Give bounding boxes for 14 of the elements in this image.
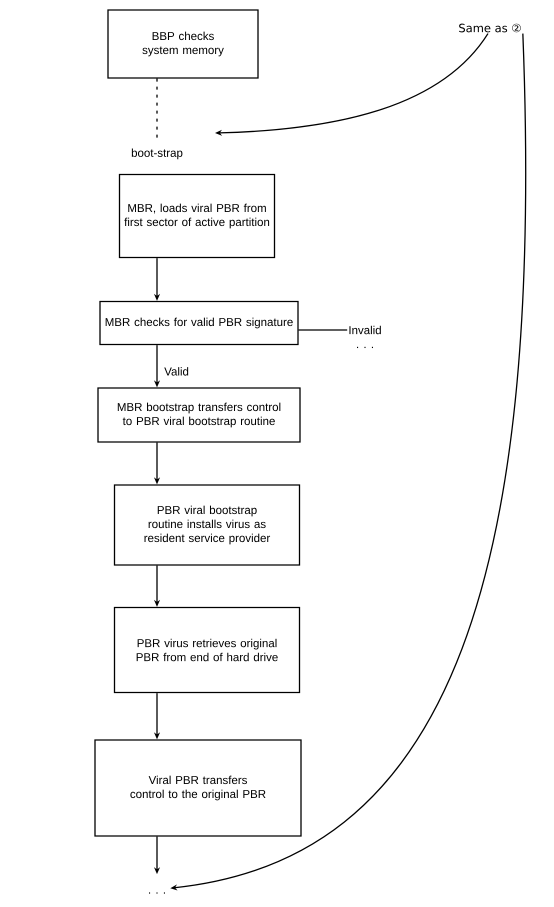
process-box: MBR checks for valid PBR signature: [99, 300, 299, 346]
edge-label: boot-strap: [130, 148, 184, 160]
process-box: Viral PBR transfers control to the original PBR: [94, 739, 302, 837]
process-box: MBR, loads viral PBR from first sector of active partition: [118, 174, 276, 258]
process-box: PBR virus retrieves original PBR from end of hard drive: [114, 606, 300, 694]
connector-line: [298, 329, 348, 331]
process-box: MBR bootstrap transfers control to PBR viral bootstrap routine: [97, 387, 301, 443]
text-label: Same as ②: [459, 24, 521, 32]
process-box: PBR viral bootstrap routine installs virus as resident service provider: [114, 484, 300, 566]
edge-label: Valid: [163, 366, 190, 377]
text-label: . . .: [357, 346, 373, 348]
process-box: BBP checks system memory: [107, 9, 259, 79]
text-label: . . .: [149, 892, 165, 894]
text-label: Invalid: [349, 326, 381, 334]
